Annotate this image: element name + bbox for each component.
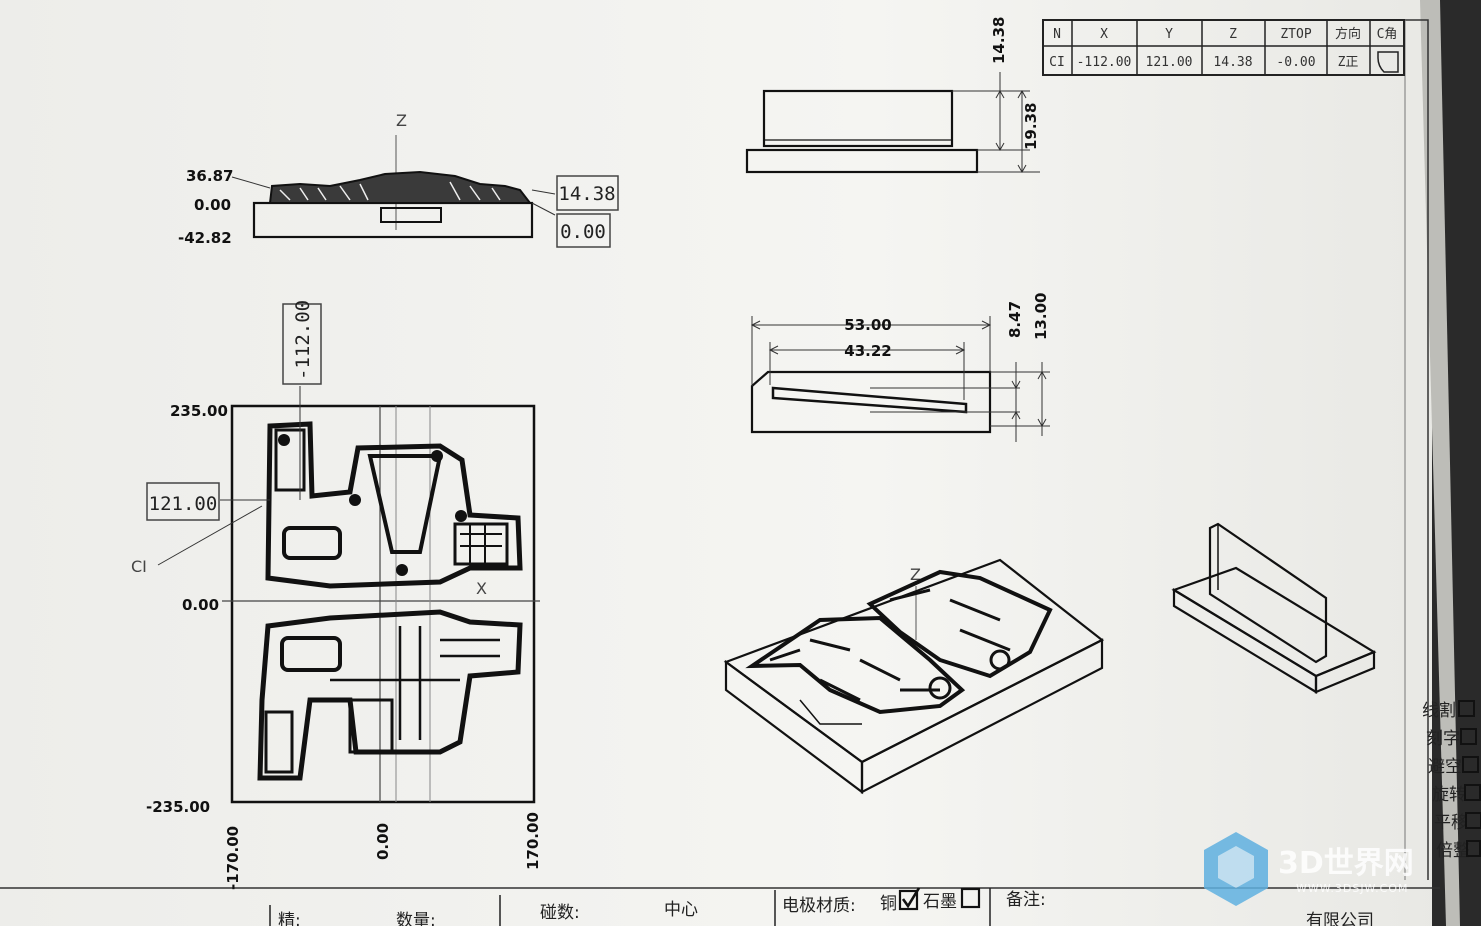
footer-center-label: 中心 — [664, 900, 698, 920]
option-label-3: 旋转 — [1432, 785, 1466, 805]
option-label-0: 线割 — [1422, 701, 1456, 721]
table-cell-x: -112.00 — [1077, 55, 1132, 70]
top-view-x-box: -112.00 — [292, 300, 314, 380]
lower-cavity — [257, 609, 523, 781]
footer-material-label: 电极材质: — [782, 896, 856, 916]
side-dim-height-total: 13.00 — [1032, 293, 1050, 340]
table-header-z: Z — [1229, 27, 1237, 42]
coordinate-table: N X Y Z ZTOP 方向 C角 CI -112.00 121.00 14.… — [1042, 19, 1405, 76]
top-view-x-axis-label: X — [476, 579, 487, 598]
table-header-x: X — [1100, 27, 1108, 42]
top-view: X -112.00 121.00 CI 235.00 0.00 -235.00 … — [131, 300, 542, 890]
side-view-tick-top: 36.87 — [186, 167, 233, 185]
table-cell-n: CI — [1049, 55, 1065, 70]
footer-graphite-label: 石墨 — [923, 892, 957, 912]
side-view-z-label: Z — [396, 111, 407, 130]
isometric-electrode — [1171, 522, 1377, 694]
top-view-y-tick-bottom: -235.00 — [146, 798, 210, 816]
option-checkbox-3[interactable] — [1464, 784, 1481, 801]
watermark-brand: 3D世界网 — [1278, 846, 1414, 881]
isometric-mold-view: Z — [723, 558, 1105, 795]
side-view-tick-bottom: -42.82 — [178, 229, 232, 247]
graphite-checkbox[interactable] — [960, 887, 981, 909]
top-view-x-tick-zero: 0.00 — [374, 823, 392, 860]
top-view-x-tick-left: -170.00 — [224, 826, 242, 890]
side-view-profile — [268, 170, 533, 204]
front-dim-total: 19.38 — [1022, 103, 1040, 150]
drawing-border — [1405, 19, 1429, 880]
table-header-n: N — [1053, 27, 1061, 42]
electrode-side-view: 53.00 43.22 8.47 13.00 — [750, 293, 1050, 442]
watermark: 3D世界网 WWW.3DSJW.COM — [1204, 832, 1414, 906]
upper-cavity — [265, 421, 523, 589]
option-checkbox-2[interactable] — [1462, 756, 1479, 773]
check-mark-icon — [901, 887, 921, 909]
table-cell-y: 121.00 — [1146, 55, 1193, 70]
top-view-y-tick-zero: 0.00 — [182, 596, 219, 614]
title-block: 精: 数量: 碰数: 中心 电极材质: 铜 石墨 备注: 有限公司 — [269, 887, 1374, 926]
option-checkbox-5[interactable] — [1466, 840, 1481, 857]
dark-edge-shadow — [1420, 0, 1460, 926]
table-cell-ztop: -0.00 — [1276, 55, 1315, 70]
watermark-url: WWW.3DSJW.COM — [1296, 882, 1409, 895]
footer-copper-label: 铜 — [880, 894, 897, 914]
top-view-point-label: CI — [131, 557, 147, 576]
footer-finish-label: 精: — [278, 911, 301, 926]
top-view-y-tick-top: 235.00 — [170, 402, 228, 420]
chamfer-icon — [1377, 51, 1399, 73]
side-dim-length-inner: 43.22 — [844, 342, 891, 360]
copper-checkbox[interactable] — [898, 889, 919, 911]
table-cell-z: 14.38 — [1213, 55, 1252, 70]
side-view-tick-zero: 0.00 — [194, 196, 231, 214]
option-checkbox-1[interactable] — [1460, 728, 1477, 745]
iso-z-label: Z — [910, 565, 921, 584]
top-view-x-tick-right: 170.00 — [524, 812, 542, 870]
footer-qty-label: 数量: — [396, 911, 436, 926]
option-checkbox-0[interactable] — [1458, 700, 1475, 717]
table-header-y: Y — [1165, 27, 1173, 42]
iso-cavity-left — [745, 615, 966, 715]
footer-note-label: 备注: — [1006, 890, 1046, 910]
iso-cavity-right — [866, 569, 1053, 679]
electrode-front-view: 14.38 19.38 — [745, 17, 1040, 174]
side-view-box-bottom: 0.00 — [560, 221, 606, 243]
option-label-5: 倍整 — [1436, 841, 1470, 861]
option-label-1: 刻字 — [1426, 729, 1460, 749]
table-cell-direction: Z正 — [1338, 55, 1359, 70]
footer-company: 有限公司 — [1306, 911, 1374, 926]
side-dim-height-small: 8.47 — [1006, 301, 1024, 338]
option-label-2: 避空 — [1428, 757, 1462, 777]
option-checkbox-4[interactable] — [1465, 812, 1481, 829]
side-dim-length-outer: 53.00 — [844, 316, 891, 334]
side-view-box-top: 14.38 — [558, 183, 615, 205]
option-label-4: 平移 — [1434, 813, 1468, 833]
side-view: Z 36.87 0.00 -42.82 14.38 0.00 — [178, 111, 619, 248]
options-list: 线割 刻字 避空 旋转 平移 倍整 — [1422, 700, 1481, 861]
front-dim-top: 14.38 — [990, 17, 1008, 64]
footer-spark-label: 碰数: — [540, 903, 580, 923]
table-header-chamfer: C角 — [1377, 27, 1398, 42]
table-header-direction: 方向 — [1335, 26, 1361, 42]
table-header-ztop: ZTOP — [1280, 27, 1311, 42]
cube-logo-icon — [1204, 832, 1268, 906]
top-view-y-box: 121.00 — [149, 493, 218, 515]
